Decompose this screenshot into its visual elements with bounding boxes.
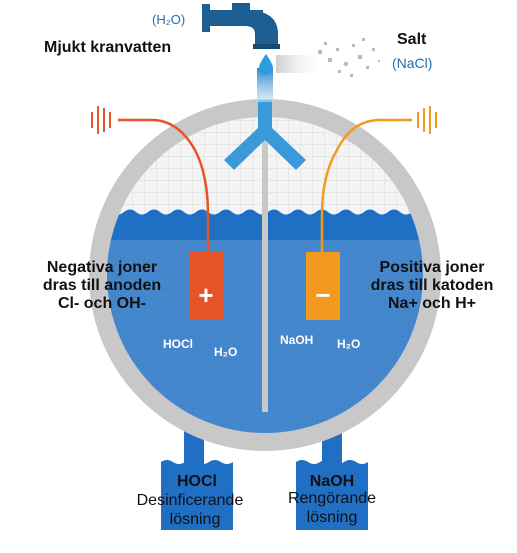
water-stream	[257, 68, 273, 102]
water-formula-label: (H₂O)	[152, 12, 185, 27]
anode-text-line-1: Negativa joner	[47, 259, 157, 276]
soft-tap-water-label: Mjukt kranvatten	[44, 39, 171, 56]
anode-text-line-3: Cl- och OH-	[58, 295, 146, 312]
right-outlet-line-2: lösning	[307, 509, 358, 526]
anode-description: Negativa joner dras till anoden Cl- och …	[43, 259, 161, 312]
salt-stream-icon	[276, 38, 380, 77]
cathode-sign: −	[315, 280, 330, 310]
anode-power-icon	[91, 106, 111, 134]
cathode-power-icon	[417, 106, 437, 134]
anode-sign: +	[198, 280, 213, 310]
right-species-naoh: NaOH	[280, 333, 313, 347]
left-species-hocl: HOCl	[163, 337, 193, 351]
cathode-text-line-3: Na+ och H+	[388, 295, 476, 312]
right-outlet-line-1: Rengörande	[288, 490, 376, 507]
right-species-water: H₂O	[337, 337, 360, 351]
left-outlet-line-1: Desinficerande	[137, 492, 244, 509]
left-outlet-line-2: lösning	[170, 511, 221, 528]
left-outlet-title: HOCl	[177, 473, 217, 490]
cathode-text-line-2: dras till katoden	[371, 277, 494, 294]
cathode-description: Positiva joner dras till katoden Na+ och…	[371, 259, 494, 312]
anode-text-line-2: dras till anoden	[43, 277, 161, 294]
left-outlet-container: HOCl Desinficerande lösning	[137, 460, 244, 530]
y-inlet	[224, 100, 306, 170]
salt-label: Salt	[397, 31, 427, 48]
center-membrane	[262, 130, 268, 412]
anode-electrode	[189, 252, 223, 320]
right-outlet-container: NaOH Rengörande lösning	[288, 460, 376, 530]
cathode-text-line-1: Positiva joner	[380, 259, 485, 276]
right-outlet-title: NaOH	[310, 473, 354, 490]
tank-water	[107, 209, 423, 433]
salt-formula-label: (NaCl)	[392, 55, 432, 71]
anode-wire	[118, 118, 210, 255]
left-species-water: H₂O	[214, 345, 237, 359]
cathode-wire	[320, 118, 412, 255]
cathode-electrode	[306, 252, 340, 320]
faucet-icon	[202, 3, 280, 75]
